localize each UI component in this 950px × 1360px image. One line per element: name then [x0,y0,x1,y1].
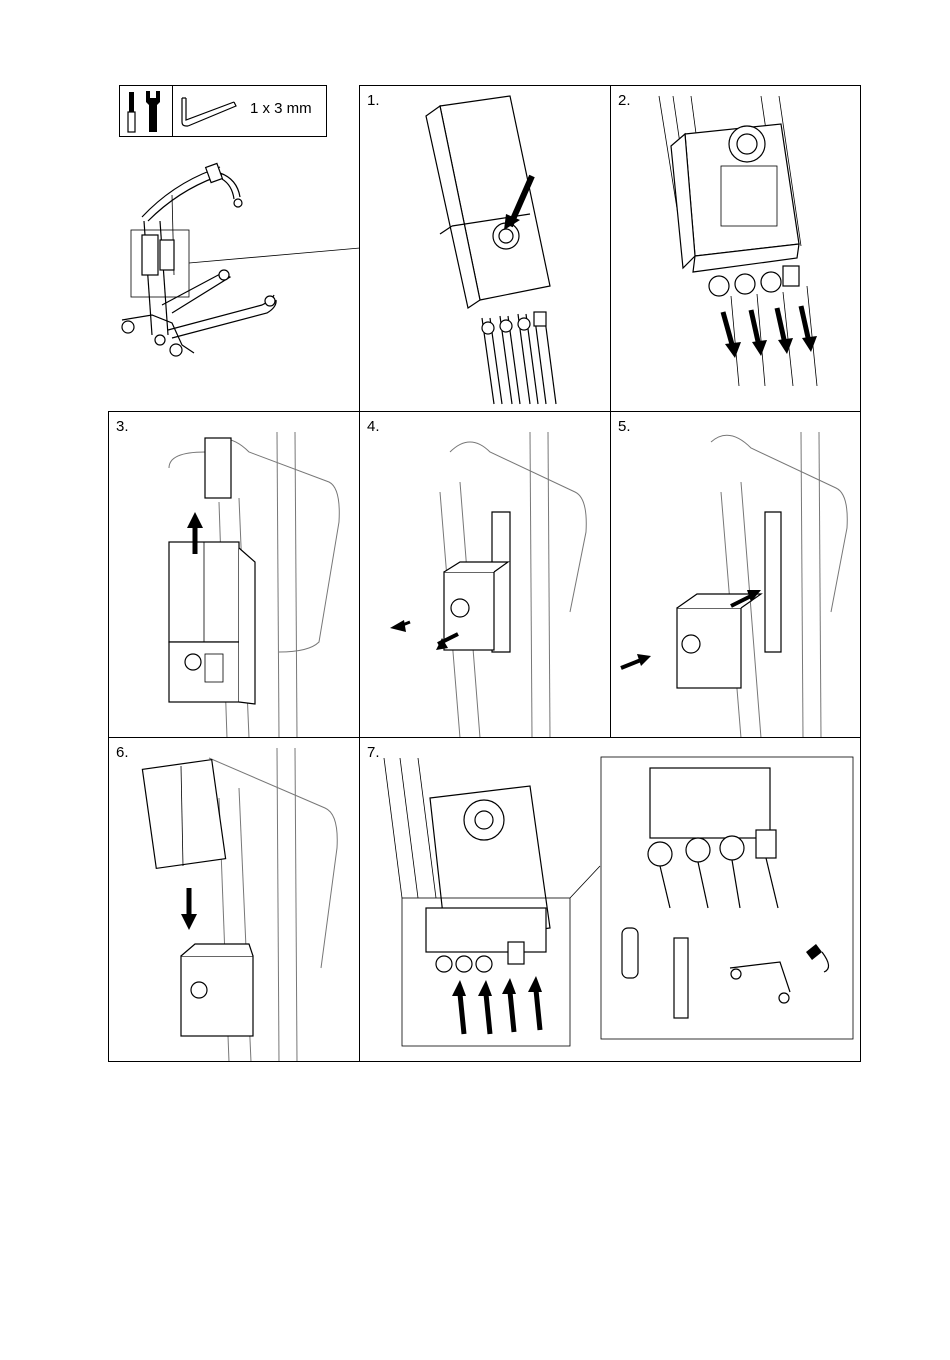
hex-key-icon [176,92,246,132]
arrow-down-icon [723,306,817,358]
step-panel-2: 2. [610,85,861,412]
step-panel-6: 6. [108,737,360,1062]
mains-plug-icon [806,944,829,972]
hand-control-icon [622,928,638,978]
mount-new-control-box-illustration [611,412,861,738]
hex-key-size-label: 1 x 3 mm [250,100,312,117]
emergency-stop-icon [674,938,688,1018]
tools-box: 1 x 3 mm [119,85,327,137]
arrow-down-icon [181,888,197,930]
screw-icon [390,620,410,632]
screwdriver-icon [128,92,135,132]
control-box-illustration [360,86,611,412]
step-panel-4: 4. [359,411,611,738]
step-panel-1: 1. [359,85,611,412]
screw-insert-icon [621,654,651,668]
arrow-up-icon [452,976,542,1034]
reconnect-cables-illustration [360,738,861,1062]
step-panel-7: 7. [359,737,861,1062]
patient-lift-overview-illustration [112,155,372,370]
lift-base-icon [730,962,790,1003]
screwdriver-wrench-icon [120,86,172,136]
slide-control-box-up-illustration [109,412,360,738]
disconnect-cables-illustration [611,86,861,412]
slide-control-box-down-illustration [109,738,360,1062]
step-panel-5: 5. [610,411,861,738]
remove-screw-and-bracket-illustration [360,412,611,738]
step-panel-3: 3. [108,411,360,738]
tools-divider [172,86,173,136]
wrench-icon [146,91,160,132]
